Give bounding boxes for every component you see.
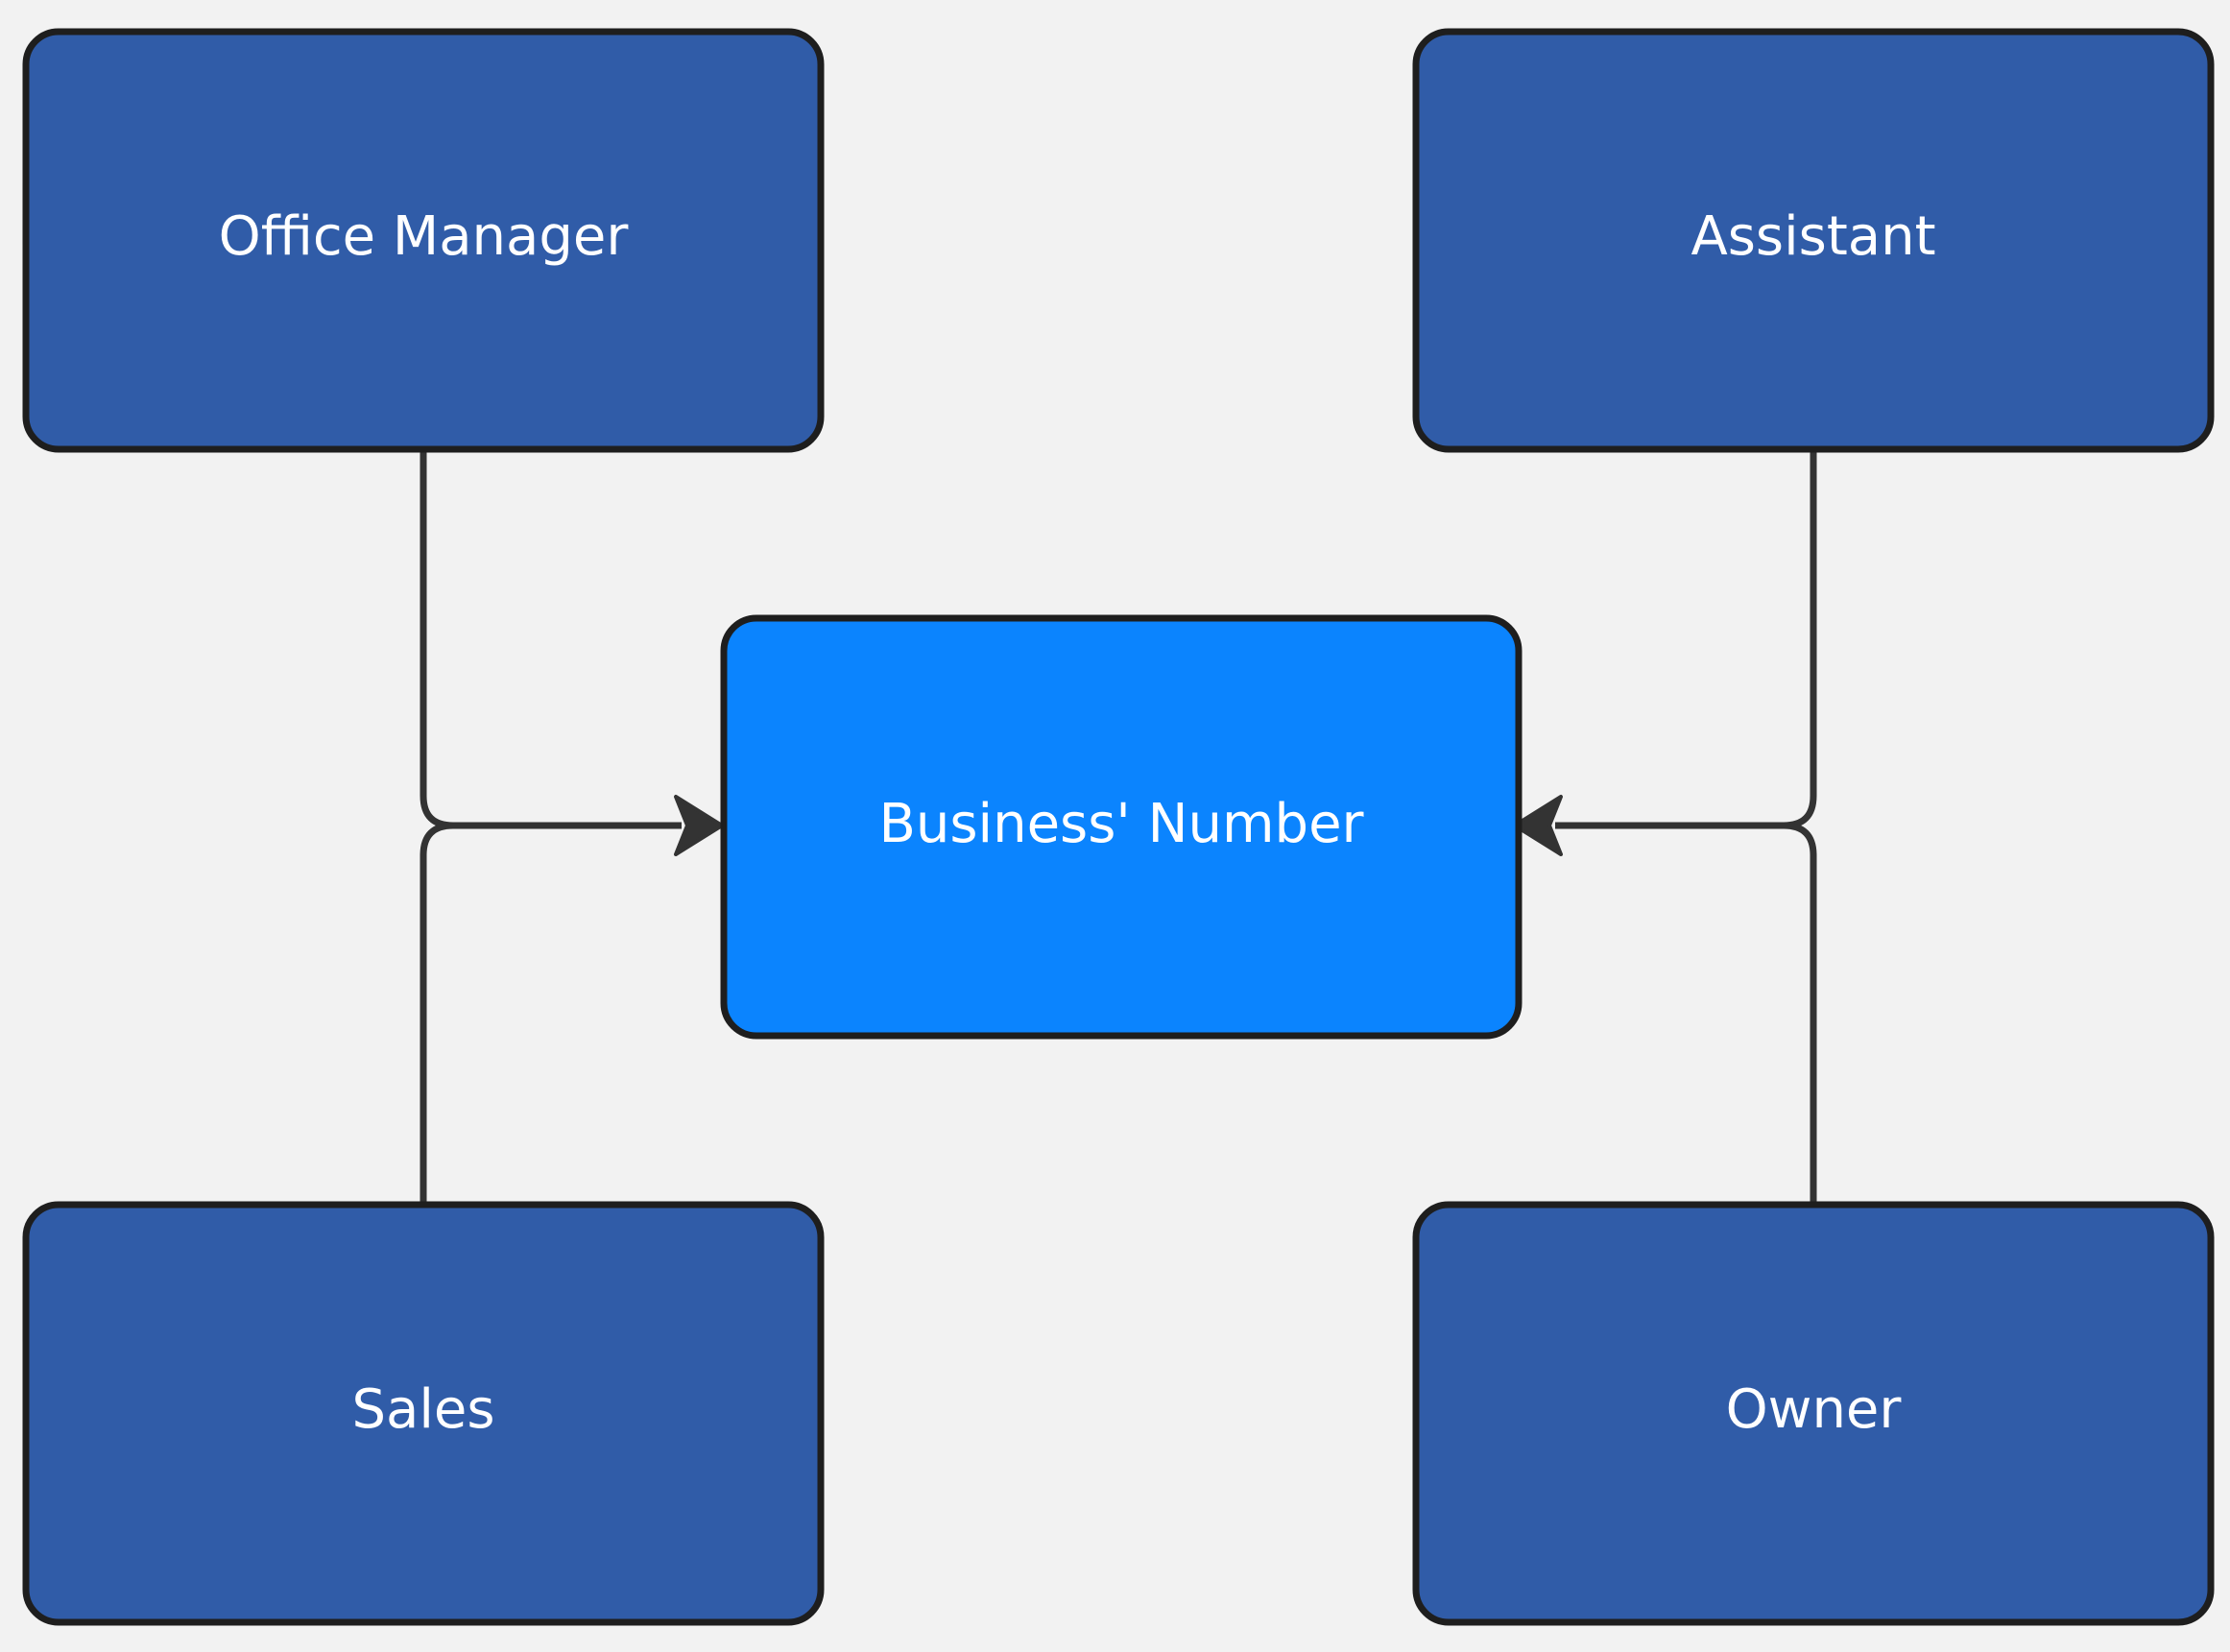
edge-sales-to-business-number	[420, 822, 682, 1203]
node-owner[interactable]: Owner	[1412, 1201, 2215, 1626]
arrowhead-left-icon	[674, 795, 724, 856]
node-label-assistant: Assistant	[1690, 205, 1935, 268]
edge-owner-to-business-number	[1555, 822, 1817, 1203]
arrowhead-right-icon	[1513, 795, 1563, 856]
node-label-owner: Owner	[1726, 1378, 1903, 1441]
node-label-office-manager: Office Manager	[219, 205, 630, 268]
node-label-business-number: Business' Number	[878, 793, 1364, 855]
node-business-number[interactable]: Business' Number	[720, 614, 1523, 1040]
node-office-manager[interactable]: Office Manager	[22, 28, 825, 453]
edge-office-manager-to-business-number	[420, 449, 682, 829]
edge-assistant-to-business-number	[1555, 449, 1817, 829]
edges	[420, 449, 1817, 1203]
arrowheads	[674, 795, 1563, 856]
node-assistant[interactable]: Assistant	[1412, 28, 2215, 453]
node-sales[interactable]: Sales	[22, 1201, 825, 1626]
node-label-sales: Sales	[351, 1378, 494, 1441]
